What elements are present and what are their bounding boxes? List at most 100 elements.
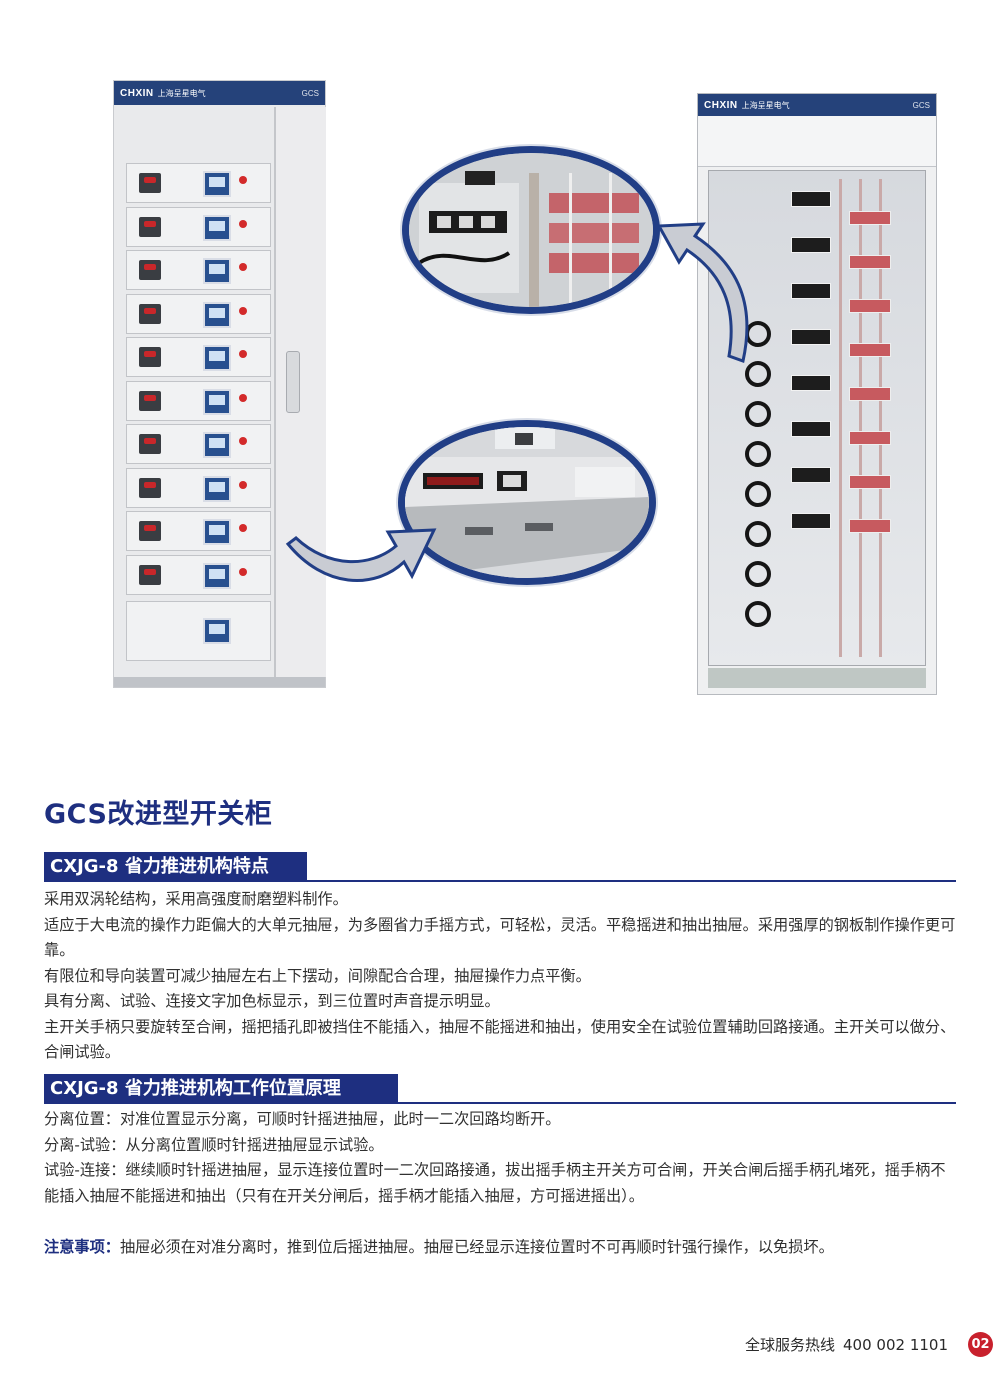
drawer-unit-large [126,601,271,661]
brand-name: CHXIN [120,87,154,99]
caution-text: 抽屉必须在对准分离时，推到位后摇进抽屉。抽屉已经显示连接位置时不可再顺时针强行操… [119,1238,834,1256]
page-number-badge: 02 [968,1332,993,1357]
drawer-unit [126,467,271,508]
drawer-meter [203,301,231,328]
cable-coil [745,441,771,467]
drawer-led [239,393,247,402]
detail-zoom-drawer [398,420,656,585]
cabinet-nameplate-right: CHXIN 上海呈星电气 GCS [698,94,936,116]
model-tag: GCS [301,88,319,98]
drawer-knob [139,216,161,237]
cabinet-interior [708,170,926,666]
drawer-unit [126,163,271,203]
door-handle [286,351,300,413]
fuse-block [849,431,891,445]
terminal-module [791,237,831,253]
fuse-block [849,475,891,489]
drawer-knob [139,564,161,585]
feature-line: 主开关手柄只要旋转至合闸，摇把插孔即被挡住不能插入，抽屉不能摇进和抽出，使用安全… [44,1017,956,1062]
cabinet-top-panel [698,116,936,167]
cabinet-nameplate: CHXIN 上海呈星电气 GCS [114,81,325,105]
drawer-led [239,263,247,271]
bus-bar [879,179,882,657]
drawer-knob [139,390,161,411]
drawer-meter [203,388,231,415]
drawer-meter [203,432,231,458]
drawer-unit [126,250,271,290]
drawer-led [239,437,247,445]
drawer-knob [139,260,161,280]
principle-line: 试验-连接：继续顺时针摇进抽屉，显示连接位置时一二次回路接通，拔出摇手柄主开关方… [44,1161,946,1205]
open-cabinet-photo: CHXIN 上海呈星电气 GCS [697,93,937,695]
drawer-knob [139,303,161,324]
fuse-block [849,211,891,225]
brand-name-right: CHXIN [704,99,738,111]
fuse-block [849,255,891,269]
feature-line: 具有分离、试验、连接文字加色标显示，到三位置时声音提示明显。 [44,992,500,1010]
brand-name-cn: 上海呈星电气 [157,88,206,98]
cable-coil [745,561,771,587]
drawer-detail-image [405,427,649,578]
arrow-to-drawer-zoom [285,528,437,582]
section-divider-features [44,880,956,882]
terminal-module [791,421,831,437]
drawer-unit [126,380,271,421]
drawer-led [239,176,247,184]
section-divider-principle [44,1102,956,1104]
drawer-meter [203,519,231,545]
drawer-unit [126,511,271,551]
cable-coil [745,601,771,627]
cabinet-door [274,107,326,677]
bus-bar [859,179,862,657]
brand-name-cn-right: 上海呈星电气 [741,100,790,110]
drawer-knob [139,477,161,498]
drawer-unit [126,554,271,595]
drawer-led [239,480,247,489]
terminal-module [791,513,831,529]
drawer-knob [139,434,161,454]
terminal-module [791,467,831,483]
feature-line: 有限位和导向装置可减少抽屉左右上下摆动，间隙配合合理，抽屉操作力点平衡。 [44,966,591,985]
drawer-unit [126,206,271,247]
fuse-block [849,299,891,313]
principle-list: 分离位置：对准位置显示分离，可顺时针摇进抽屉，此时一二次回路均断开。 分离-试验… [44,1107,960,1209]
drawer-meter [203,562,231,589]
drawer-meter [203,214,231,241]
drawer-knob [139,347,161,367]
drawer-meter [203,171,231,197]
drawer-unit [126,424,271,464]
section-heading-principle: CXJG-8 省力推进机构工作位置原理 [44,1074,398,1104]
drawer-led [239,219,247,228]
detail-zoom-mechanism [402,146,660,314]
caution-note: 注意事项：抽屉必须在对准分离时，推到位后摇进抽屉。抽屉已经显示连接位置时不可再顺… [44,1234,960,1260]
drawer-led [239,350,247,358]
cable-coil [745,521,771,547]
footer-hotline: 全球服务热线 400 002 1101 [745,1334,960,1355]
terminal-module [791,283,831,299]
features-list: 采用双涡轮结构，采用高强度耐磨塑料制作。 适应于大电流的操作力距偏大的大单元抽屉… [44,887,960,1066]
cable-coil [745,401,771,427]
mechanism-detail-image [409,153,653,307]
terminal-module [791,375,831,391]
page-title: GCS改进型开关柜 [44,799,273,830]
feature-line: 适应于大电流的操作力距偏大的大单元抽屉，为多圈省力手摇方式，可轻松，灵活。平稳摇… [44,915,956,960]
drawer-meter [203,345,231,371]
drawer-led [239,567,247,576]
principle-line: 分离位置：对准位置显示分离，可顺时针摇进抽屉，此时一二次回路均断开。 [44,1110,561,1128]
terminal-module [791,191,831,207]
drawer-meter [203,618,231,644]
fuse-block [849,387,891,401]
hotline-label: 全球服务热线 [745,1336,836,1354]
bus-bar [839,179,842,657]
arrow-to-mechanism-zoom [656,222,749,363]
drawer-unit [126,293,271,334]
fuse-block [849,519,891,533]
fuse-block [849,343,891,357]
cabinet-floor-frame [708,668,926,688]
drawer-meter [203,258,231,284]
drawer-meter [203,475,231,502]
drawer-knob [139,173,161,193]
model-tag-right: GCS [912,100,930,110]
drawer-unit [126,337,271,377]
cabinet-base [114,677,325,687]
